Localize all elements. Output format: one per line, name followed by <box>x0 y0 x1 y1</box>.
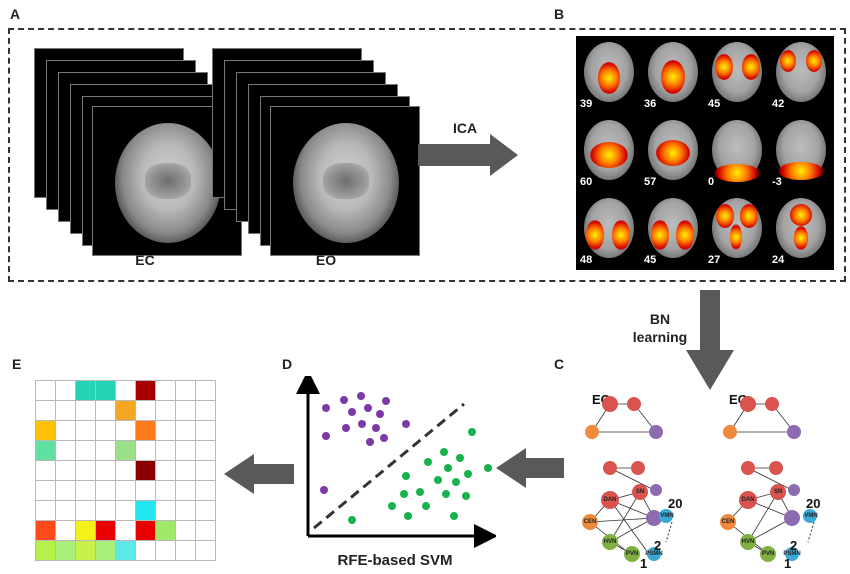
node-hvn-eo: HVN <box>741 539 755 545</box>
node-pvn-ec: PVN <box>625 551 639 557</box>
node-psmn-eo: PSMN <box>783 551 801 557</box>
eo-label: EO <box>315 252 337 268</box>
bn-label-line1: BN <box>649 311 671 327</box>
ec-label: EC <box>135 252 155 268</box>
node-dan-eo: DAN <box>741 497 755 503</box>
eo-count-bottom: 1 <box>784 556 792 571</box>
ica-arrow <box>418 134 518 176</box>
eo-brain-scan <box>270 106 420 256</box>
node-vmn-ec: VMN <box>660 513 674 519</box>
dashed-group-box <box>8 28 846 282</box>
arrow-c-to-d <box>496 448 564 488</box>
svm-class-purple <box>320 392 410 494</box>
panel-label-a: A <box>10 6 21 22</box>
slice-number: 45 <box>708 98 721 110</box>
slice-number: 42 <box>772 98 785 110</box>
eo-count-mid: 2 <box>790 538 798 553</box>
panel-label-b: B <box>554 6 565 22</box>
svm-decision-boundary <box>313 402 465 530</box>
eo-image-stack <box>212 48 432 256</box>
slice-number: 60 <box>580 176 593 188</box>
ec-count-bottom: 1 <box>640 556 648 571</box>
bn-learning-arrow <box>686 290 734 390</box>
node-sn-eo: SN <box>773 489 783 495</box>
node-dan-ec: DAN <box>603 497 617 503</box>
node-sn-ec: SN <box>635 489 645 495</box>
slice-number: -3 <box>772 176 782 188</box>
node-cen-ec: CEN <box>583 519 597 525</box>
panel-label-c: C <box>554 356 565 372</box>
bn-network-graphs <box>582 396 817 562</box>
slice-number: 45 <box>644 254 657 266</box>
ica-component-maps: 39 36 45 42 60 57 0 -3 48 45 27 24 <box>576 36 834 270</box>
slice-number: 24 <box>772 254 785 266</box>
ec-count-top: 20 <box>668 496 683 511</box>
node-vmn-eo: VMN <box>804 513 818 519</box>
ec-image-stack <box>34 48 254 256</box>
slice-number: 0 <box>708 176 715 188</box>
node-pvn-eo: PVN <box>761 551 775 557</box>
panel-label-d: D <box>282 356 293 372</box>
svm-caption: RFE-based SVM <box>337 552 453 569</box>
feature-matrix <box>35 380 216 561</box>
slice-number: 39 <box>580 98 593 110</box>
bn-learning-label: BN learning <box>620 310 700 346</box>
slice-number: 48 <box>580 254 593 266</box>
node-cen-eo: CEN <box>721 519 735 525</box>
ec-count-mid: 2 <box>654 538 662 553</box>
ica-label: ICA <box>452 120 478 136</box>
bn-label-line2: learning <box>632 329 688 345</box>
panel-label-e: E <box>12 356 22 372</box>
slice-number: 27 <box>708 254 721 266</box>
slice-number: 36 <box>644 98 657 110</box>
eo-count-top: 20 <box>806 496 821 511</box>
svm-scatter-plot <box>296 376 496 548</box>
node-hvn-ec: HVN <box>603 539 617 545</box>
slice-number: 57 <box>644 176 657 188</box>
node-psmn-ec: PSMN <box>645 551 663 557</box>
arrow-d-to-e <box>224 454 294 494</box>
svm-class-green <box>348 428 492 524</box>
